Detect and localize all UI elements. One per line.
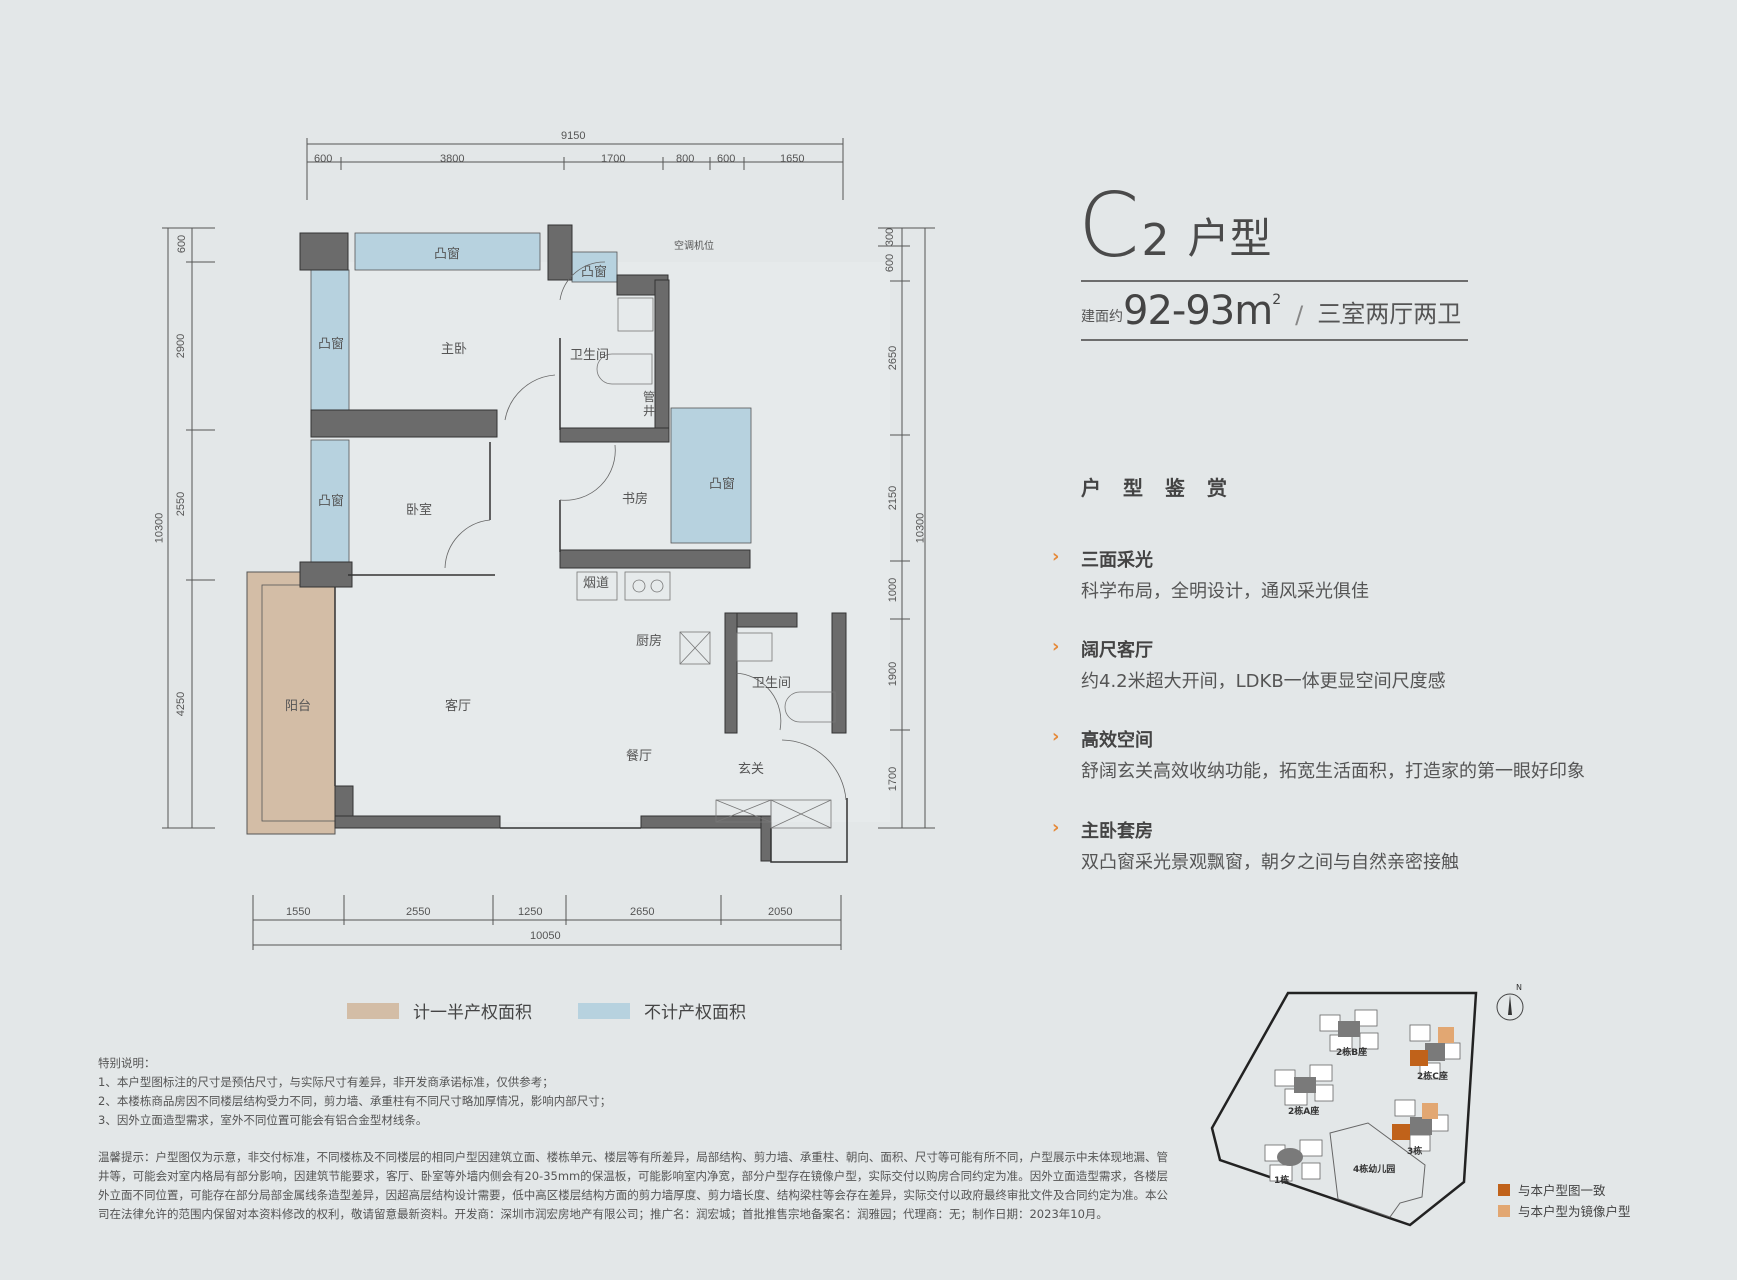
area-separator: / xyxy=(1295,301,1304,329)
feature-title: 三面采光 xyxy=(1081,550,1153,571)
dim-bottom-seg-5: 2050 xyxy=(768,906,793,918)
title-number: 2 xyxy=(1141,215,1170,266)
dim-top-seg-1: 600 xyxy=(314,153,333,165)
feature-desc: 双凸窗采光景观飘窗，朝夕之间与自然亲密接触 xyxy=(1081,852,1459,873)
dim-right-seg-6: 1900 xyxy=(887,661,900,687)
legend-no-area-label: 不计产权面积 xyxy=(644,1003,746,1023)
label-bathroom-master: 卫生间 xyxy=(570,348,610,363)
label-balcony: 阳台 xyxy=(285,699,312,714)
label-dining-room: 餐厅 xyxy=(626,749,653,764)
dim-right-seg-5: 1000 xyxy=(887,577,900,603)
chevron-right-icon: › xyxy=(1052,726,1060,747)
feature-desc: 约4.2米超大开间，LDKB一体更显空间尺度感 xyxy=(1081,671,1446,692)
label-ac-unit: 空调机位 xyxy=(674,241,714,252)
label-study: 书房 xyxy=(622,492,649,507)
label-bay-window-study: 凸窗 xyxy=(709,477,736,492)
dim-top-seg-2: 3800 xyxy=(440,153,465,165)
site-building-label: 2栋B座 xyxy=(1336,1048,1368,1058)
label-pipe-shaft: 管井 xyxy=(643,390,656,418)
area-value: 92-93m xyxy=(1123,288,1273,334)
label-bedroom: 卧室 xyxy=(406,503,433,518)
dim-left-seg-4: 4250 xyxy=(175,691,188,717)
site-map xyxy=(1210,991,1524,1227)
page-title: C 2 户型 xyxy=(1078,182,1271,270)
legend-half-area-swatch xyxy=(347,1002,399,1019)
feature-title: 高效空间 xyxy=(1081,730,1153,751)
dim-right-seg-2: 600 xyxy=(884,253,897,273)
site-legend-same-swatch xyxy=(1498,1183,1510,1196)
label-foyer: 玄关 xyxy=(738,762,765,777)
site-legend-mirror: 与本户型为镜像户型 xyxy=(1498,1201,1631,1220)
special-note-item: 2、本楼栋商品房因不同楼层结构受力不同，剪力墙、承重柱有不同尺寸略加厚情况，影响… xyxy=(98,1094,612,1108)
label-kitchen: 厨房 xyxy=(636,634,663,649)
title-letter: C xyxy=(1078,174,1140,277)
dim-top-seg-3: 1700 xyxy=(601,153,626,165)
site-legend-mirror-swatch xyxy=(1498,1204,1510,1217)
dim-right-seg-7: 1700 xyxy=(887,766,900,792)
site-building-label: 2栋C座 xyxy=(1417,1072,1448,1082)
dim-top-seg-5: 600 xyxy=(717,153,736,165)
site-building-label: 4栋幼儿园 xyxy=(1353,1165,1396,1175)
dim-right-total: 10300 xyxy=(914,512,927,544)
legend-half-area: 计一半产权面积 xyxy=(347,998,532,1023)
site-legend-same-label: 与本户型图一致 xyxy=(1518,1183,1606,1198)
site-building-label: 3栋 xyxy=(1407,1147,1423,1157)
label-flue: 烟道 xyxy=(583,576,610,591)
feature-desc: 舒阔玄关高效收纳功能，拓宽生活面积，打造家的第一眼好印象 xyxy=(1081,761,1585,782)
title-divider-bottom xyxy=(1081,339,1468,341)
warm-tip: 温馨提示：户型图仅为示意，非交付标准，不同楼栋及不同楼层的相同户型因建筑立面、楼… xyxy=(98,1150,1168,1221)
area-prefix: 建面约 xyxy=(1081,309,1123,325)
special-note-item: 3、因外立面造型需求，室外不同位置可能会有铝合金型材线条。 xyxy=(98,1113,428,1127)
dim-bottom-seg-3: 1250 xyxy=(518,906,543,918)
chevron-right-icon: › xyxy=(1052,817,1060,838)
area-unit-sup: 2 xyxy=(1272,292,1282,308)
legend-no-area: 不计产权面积 xyxy=(578,998,746,1023)
dim-right-seg-1: 300 xyxy=(884,227,897,247)
compass-north-label: N xyxy=(1516,983,1522,992)
dim-left-seg-1: 600 xyxy=(176,234,189,254)
dim-bottom-seg-1: 1550 xyxy=(286,906,311,918)
label-bay-window-left-lower: 凸窗 xyxy=(318,494,345,509)
dim-right-seg-3: 2650 xyxy=(887,345,900,371)
site-legend-mirror-label: 与本户型为镜像户型 xyxy=(1518,1204,1631,1219)
site-building-label: 1栋 xyxy=(1274,1176,1290,1186)
dim-right-seg-4: 2150 xyxy=(887,485,900,511)
special-note-item: 1、本户型图标注的尺寸是预估尺寸，与实际尺寸有差异，非开发商承诺标准，仅供参考； xyxy=(98,1075,554,1089)
special-notes-title: 特别说明： xyxy=(98,1056,156,1070)
label-bay-window-bath: 凸窗 xyxy=(581,265,608,280)
label-living-room: 客厅 xyxy=(445,699,472,714)
area-summary: 建面约 92-93m 2 / 三室两厅两卫 xyxy=(1081,288,1461,334)
title-divider-top xyxy=(1081,280,1468,282)
dim-left-total: 10300 xyxy=(153,512,166,544)
special-notes: 特别说明： 1、本户型图标注的尺寸是预估尺寸，与实际尺寸有差异，非开发商承诺标准… xyxy=(98,1054,1178,1130)
area-rooms: 三室两厅两卫 xyxy=(1317,300,1462,328)
chevron-right-icon: › xyxy=(1052,636,1060,657)
dim-bottom-seg-4: 2650 xyxy=(630,906,655,918)
feature-title: 阔尺客厅 xyxy=(1081,640,1153,661)
dim-bottom-total: 10050 xyxy=(530,930,561,942)
dim-top-total: 9150 xyxy=(561,130,586,142)
legend-half-area-label: 计一半产权面积 xyxy=(413,1003,532,1023)
legend-no-area-swatch xyxy=(578,1002,630,1019)
site-building-label: 2栋A座 xyxy=(1288,1107,1320,1117)
dim-left-seg-3: 2550 xyxy=(175,491,188,517)
dim-left-seg-2: 2900 xyxy=(175,333,188,359)
feature-title: 主卧套房 xyxy=(1081,821,1153,842)
dim-top-seg-4: 800 xyxy=(676,153,695,165)
label-bay-window-left-upper: 凸窗 xyxy=(318,337,345,352)
label-master-bedroom: 主卧 xyxy=(441,342,468,357)
feature-desc: 科学布局，全明设计，通风采光俱佳 xyxy=(1081,581,1369,602)
site-legend-same: 与本户型图一致 xyxy=(1498,1180,1606,1199)
chevron-right-icon: › xyxy=(1052,546,1060,567)
label-bay-window-top: 凸窗 xyxy=(434,247,461,262)
label-bathroom-guest: 卫生间 xyxy=(752,676,792,691)
features-section-title: 户型鉴赏 xyxy=(1081,476,1249,500)
dim-bottom-seg-2: 2550 xyxy=(406,906,431,918)
title-type: 户型 xyxy=(1187,214,1272,263)
dim-top-seg-6: 1650 xyxy=(780,153,805,165)
